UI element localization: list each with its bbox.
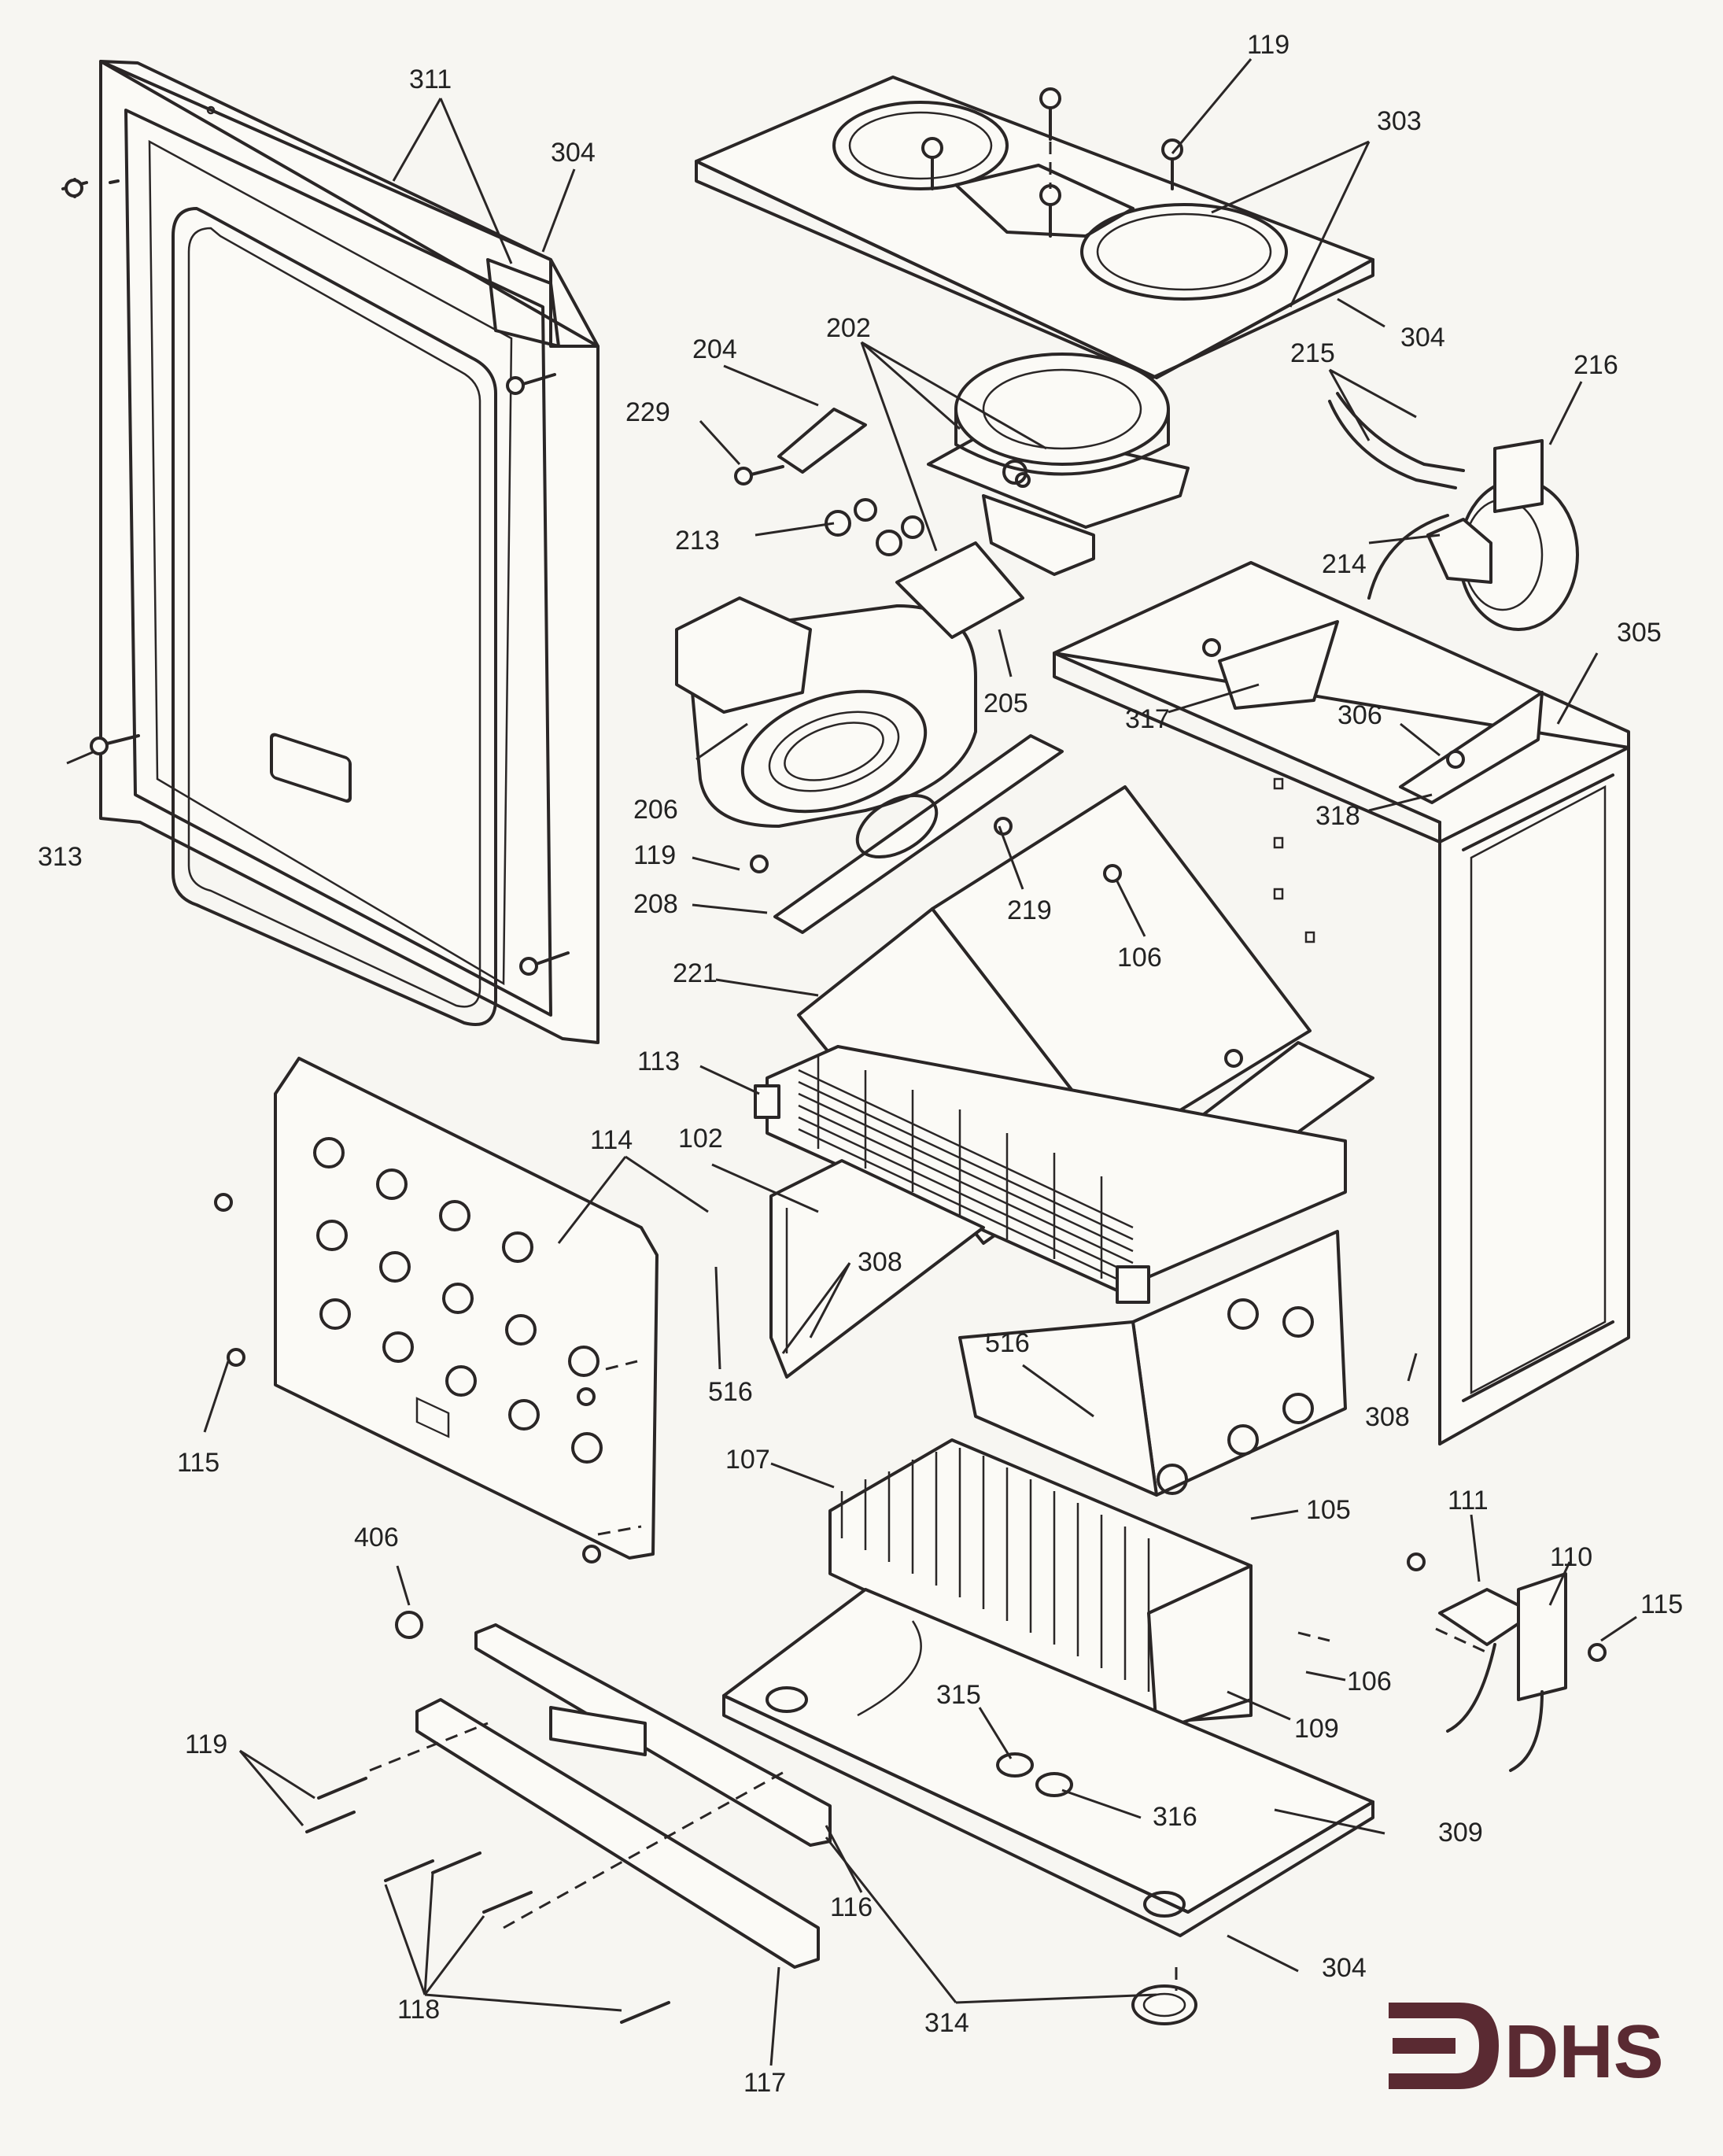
label-110: 110 — [1550, 1542, 1592, 1572]
label-111: 111 — [1448, 1486, 1489, 1515]
label-304: 304 — [1322, 1953, 1367, 1983]
top-panel — [695, 76, 1374, 379]
label-204: 204 — [692, 334, 737, 364]
dashed-guides — [369, 142, 1488, 1991]
label-317: 317 — [1125, 704, 1170, 734]
dhs-logo: DHS — [1389, 2003, 1664, 2094]
heat-exchanger — [754, 1045, 1347, 1304]
label-219: 219 — [1007, 895, 1052, 925]
label-313: 313 — [38, 842, 83, 872]
base-tray — [722, 1588, 1374, 2025]
label-215: 215 — [1290, 338, 1335, 368]
label-109: 109 — [1294, 1714, 1339, 1744]
label-105: 105 — [1306, 1495, 1351, 1525]
label-202: 202 — [826, 313, 871, 343]
fan-motor — [675, 541, 1024, 828]
label-406: 406 — [354, 1523, 399, 1552]
label-119: 119 — [185, 1730, 227, 1759]
front-panel — [99, 60, 600, 1044]
label-118: 118 — [397, 1995, 440, 2025]
label-309: 309 — [1438, 1818, 1483, 1848]
screws-lower — [305, 1611, 670, 2024]
label-205: 205 — [983, 689, 1028, 718]
pressure-switch — [1328, 392, 1579, 631]
logo-text: DHS — [1504, 2010, 1664, 2094]
heat-exchanger-fins — [798, 1054, 1134, 1288]
label-214: 214 — [1322, 549, 1367, 579]
label-308: 308 — [1365, 1402, 1410, 1432]
trim-strip-117 — [415, 1698, 820, 1969]
label-305: 305 — [1617, 618, 1662, 648]
front-panel-screws — [61, 178, 570, 976]
label-213: 213 — [675, 526, 720, 556]
gas-valve-bracket — [1407, 1552, 1607, 1772]
combustion-box — [958, 1230, 1347, 1497]
label-221: 221 — [673, 958, 718, 988]
label-116: 116 — [830, 1892, 873, 1922]
lower-front-panel — [214, 1057, 659, 1563]
label-113: 113 — [637, 1047, 680, 1076]
label-106: 106 — [1347, 1667, 1392, 1696]
label-206: 206 — [633, 795, 678, 825]
burner-bars — [828, 1438, 1253, 1733]
label-516: 516 — [708, 1377, 753, 1407]
label-229: 229 — [625, 397, 670, 427]
label-314: 314 — [924, 2008, 969, 2038]
label-119: 119 — [1247, 30, 1289, 60]
label-516: 516 — [985, 1328, 1030, 1358]
label-117: 117 — [743, 2068, 786, 2098]
label-318: 318 — [1315, 801, 1360, 831]
chamber-side-102 — [769, 1159, 985, 1379]
label-303: 303 — [1377, 106, 1422, 136]
logo-arrow-mark — [1389, 2003, 1499, 2089]
label-leaders — [66, 58, 1637, 2066]
side-casing — [1053, 561, 1630, 1445]
label-306: 306 — [1337, 700, 1382, 730]
label-216: 216 — [1574, 350, 1618, 380]
label-106: 106 — [1117, 943, 1162, 973]
trim-strip-116 — [474, 1623, 832, 1847]
label-308: 308 — [858, 1247, 902, 1277]
label-315: 315 — [936, 1680, 981, 1710]
label-115: 115 — [177, 1448, 220, 1478]
label-115: 115 — [1640, 1589, 1683, 1619]
label-114: 114 — [590, 1125, 633, 1155]
fan-housing — [927, 353, 1190, 576]
label-316: 316 — [1153, 1802, 1197, 1832]
label-304: 304 — [551, 138, 596, 168]
label-102: 102 — [678, 1124, 723, 1154]
label-119: 119 — [633, 840, 676, 870]
label-311: 311 — [409, 65, 452, 94]
label-304: 304 — [1400, 323, 1445, 353]
label-107: 107 — [725, 1445, 770, 1475]
part-labels: 311 304 119 303 304 202 204 229 213 215 … — [38, 30, 1683, 2098]
label-208: 208 — [633, 889, 678, 919]
electrode-bracket — [734, 408, 924, 556]
